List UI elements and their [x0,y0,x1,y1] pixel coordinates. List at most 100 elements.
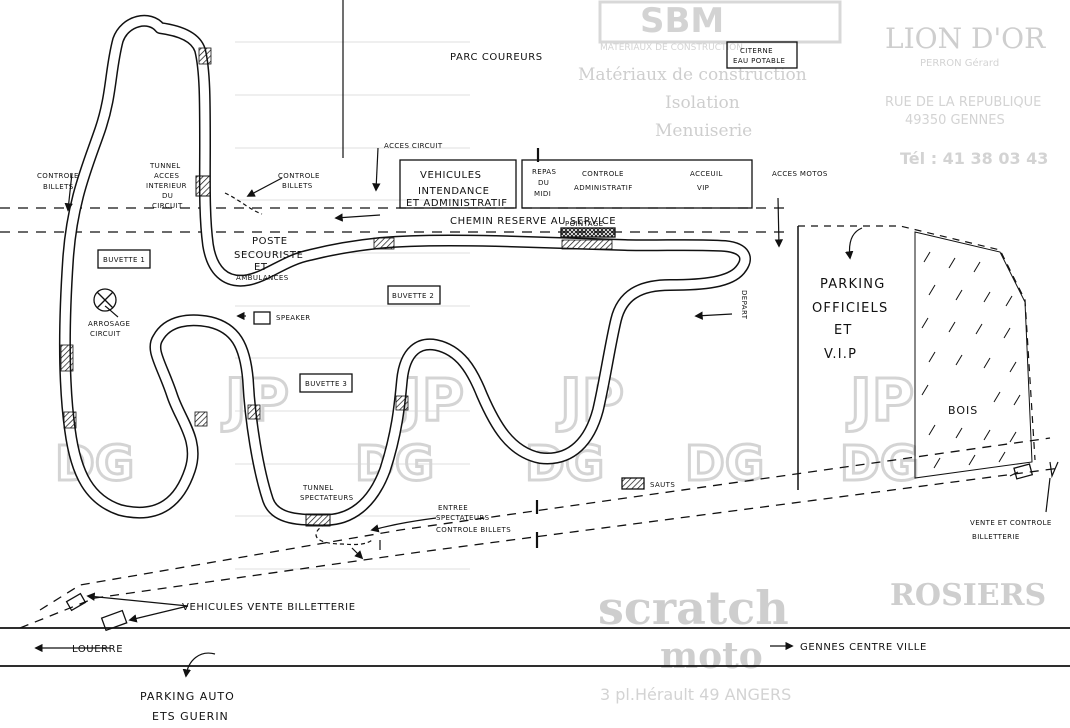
bg-brand-sub: MATERIAUX DE CONSTRUCTION [600,43,743,53]
label-vehicules-1: VEHICULES [420,170,482,181]
wm-jp-4: JP [846,366,914,434]
label-gennes: GENNES CENTRE VILLE [800,642,927,653]
label-parking-4: V.I.P [824,347,857,362]
label-vehicules-2: INTENDANCE [418,186,489,197]
box-sauts [621,477,645,490]
label-tunnel-4: DU [162,192,173,200]
label-poste-3: ET [254,262,268,273]
label-repas-3: MIDI [534,190,551,198]
label-repas-1: REPAS [532,168,556,176]
vehicle-2 [100,609,128,632]
vehicle-1 [65,592,87,612]
label-acces-motos: ACCES MOTOS [772,170,828,178]
track-mark-7 [373,237,395,250]
label-tunnel-5: CIRCUIT [152,202,183,210]
label-tunnel-spect-1: TUNNEL [302,484,334,492]
label-entree-2: SPECTATEURS [436,514,490,522]
track-mark-6 [395,395,409,411]
bg-right-name: PERRON Gérard [920,57,999,69]
label-tunnel-1: TUNNEL [149,162,181,170]
track-mark-1 [198,47,212,65]
buildings [65,41,1059,632]
access-road-upper [39,437,1051,611]
label-tunnel-2: ACCES [154,172,179,180]
bg-scratch-addr: 3 pl.Hérault 49 ANGERS [600,685,791,704]
label-citerne-1: CITERNE [740,47,773,55]
wm-dg-4: DG [685,436,764,492]
race-track [58,14,751,527]
label-pointage: POINTAGE [565,220,603,228]
bg-right-addr1: RUE DE LA REPUBLIQUE [885,95,1041,110]
label-tunnel-3: INTERIEUR [146,182,187,190]
label-vehicules-vente: VEHICULES VENTE BILLETTERIE [182,602,356,613]
label-parking-2: OFFICIELS [812,301,888,316]
label-entree-3: CONTROLE BILLETS [436,526,511,534]
access-road-lower [19,467,1061,629]
bg-rosiers: ROSIERS [890,578,1046,613]
arrows [34,147,1051,678]
box-citerne [726,41,798,69]
track-surface [60,16,750,525]
label-chemin: CHEMIN RESERVE AU SERVICE [450,216,616,227]
box-vehicules [399,159,517,209]
label-entree-1: ENTREE [438,504,468,512]
track-mark-4 [194,411,208,427]
label-tunnel-spect-2: SPECTATEURS [300,494,354,502]
label-poste-4: AMBULANCES [236,274,289,282]
arrosage-icon [93,288,117,312]
label-acces-circuit: ACCES CIRCUIT [384,142,443,150]
box-pointage [560,227,616,238]
bg-line2: Isolation [665,93,740,113]
label-parking-3: ET [834,323,853,338]
box-buvette-3 [299,373,353,393]
bg-line1: Matériaux de construction [578,65,807,85]
label-louerre: LOUERRE [72,644,123,655]
label-parc-coureurs: PARC COUREURS [450,52,543,63]
bois-area [914,231,1033,479]
box-speaker [253,311,271,325]
bg-right-tel: Tél : 41 38 03 43 [900,149,1048,168]
track-mark-5 [247,404,261,420]
track-mark-2 [60,344,74,372]
label-controle-billets-mid-2: BILLETS [282,182,313,190]
bg-right-top: LION D'OR [885,22,1046,55]
label-arrosage-1: ARROSAGE [88,320,130,328]
label-bois: BOIS [948,404,978,417]
label-parking-auto-1: PARKING AUTO [140,690,235,703]
label-buvette-2: BUVETTE 2 [392,292,434,300]
label-controle-admin-1: CONTROLE [582,170,624,178]
label-accueil-2: VIP [697,184,709,192]
box-buvette-2 [387,285,441,305]
gate-right [1049,461,1059,479]
track-mark-pointage [561,239,613,250]
label-controle-billets-left-1: CONTROLE [37,172,79,180]
label-poste-2: SECOURISTE [234,250,304,261]
labels: PARC COUREURS CITERNE EAU POTABLE ACCES … [37,47,1052,723]
tunnel-interior [195,175,211,197]
label-accueil-1: ACCEUIL [690,170,723,178]
label-parking-auto-2: ETS GUERIN [152,710,229,723]
box-controle [521,159,753,209]
label-speaker: SPEAKER [276,314,311,322]
roads [0,0,1070,667]
wm-dg-5: DG [840,436,919,492]
label-buvette-3: BUVETTE 3 [305,380,347,388]
label-vehicules-3: ET ADMINISTRATIF [406,198,508,209]
label-repas-2: DU [538,179,549,187]
tunnel-spectateurs-mark [305,513,331,527]
track-mark-3 [63,411,77,429]
wm-dg-3: DG [525,436,604,492]
label-sauts: SAUTS [650,481,675,489]
bg-moto: moto [660,635,763,677]
label-parking-1: PARKING [820,277,886,292]
bg-line3: Menuiserie [655,121,752,141]
background-print: SBM MATERIAUX DE CONSTRUCTION Matériaux … [54,0,1048,704]
label-depart: DEPART [740,290,748,320]
label-controle-admin-2: ADMINISTRATIF [574,184,633,192]
label-citerne-2: EAU POTABLE [733,57,785,65]
box-vente-controle [1013,463,1034,480]
box-buvette-1 [97,249,151,269]
label-vente-1: VENTE ET CONTROLE [970,519,1052,527]
